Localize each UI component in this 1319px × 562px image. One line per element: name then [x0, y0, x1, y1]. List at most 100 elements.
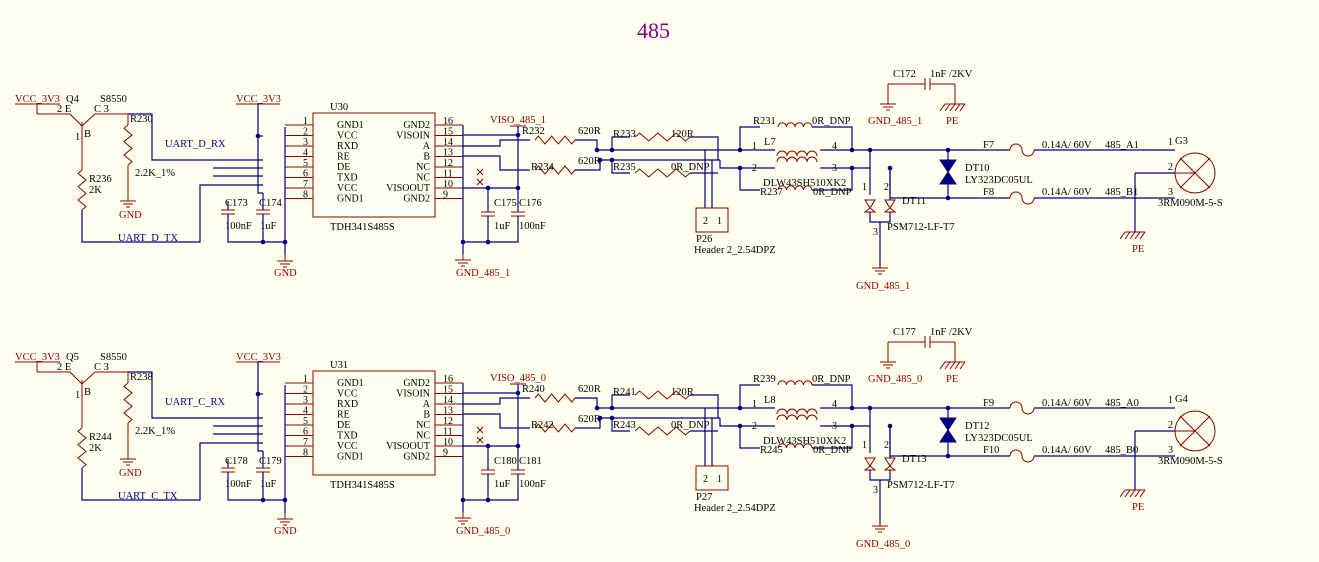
- junction-dot: [737, 147, 743, 153]
- cap-left-a-value: 100nF: [225, 221, 252, 232]
- transistor-pin-1: 1: [75, 390, 80, 401]
- ic-left-pin-num: 3: [303, 137, 308, 148]
- tvs-pin: 2: [884, 440, 889, 451]
- hv-cap-value: 1nF /2KV: [930, 69, 973, 80]
- tvs-pin: 3: [873, 227, 878, 238]
- conn-pin: 3: [1168, 445, 1173, 456]
- r-b-ref: R242: [531, 420, 554, 431]
- conn-pin: 3: [1168, 187, 1173, 198]
- choke-pin: 1: [752, 399, 757, 410]
- dnp-wire: [611, 418, 630, 432]
- conn-pe-symbol-hatch: [1124, 489, 1131, 498]
- junction-dot: [260, 239, 266, 245]
- cap-left-a-ref: C178: [225, 456, 248, 467]
- cap-gnd-wire: [487, 216, 519, 243]
- tx-wire: [81, 184, 263, 243]
- pull-resistor-ref: R236: [89, 174, 112, 185]
- uart-tx-net: UART_C_TX: [118, 491, 178, 502]
- r-top-resistor: [777, 122, 813, 128]
- pe-symbol-hatch: [944, 361, 951, 370]
- ic-left-pin-name: RE: [337, 152, 350, 163]
- vcc-3v3-label: VCC_3V3: [15, 352, 60, 363]
- net-a-label: 485_A1: [1105, 140, 1139, 151]
- fuse-a: [1009, 143, 1035, 157]
- junction-dot: [485, 185, 491, 191]
- connector-part: 3RM090M-5-S: [1158, 198, 1223, 209]
- conn-pe-label: PE: [1132, 502, 1144, 513]
- ic-right-pin-name: NC: [416, 420, 430, 431]
- ic-left-pin-num: 1: [303, 116, 308, 127]
- ic-left-pin-name: TXD: [337, 431, 358, 442]
- header-pin: 2: [703, 216, 708, 227]
- ic-right-pin-num: 11: [443, 169, 453, 180]
- ic-right-pin-name: GND2: [403, 452, 430, 463]
- pull-resistor-value: 2K: [89, 185, 102, 196]
- junction-dot: [737, 405, 743, 411]
- ic-left-pin-name: VCC: [337, 183, 358, 194]
- junction-dot: [485, 443, 491, 449]
- pe-symbol-hatch: [949, 361, 956, 370]
- choke-pin: 2: [752, 163, 757, 174]
- fuse-a-ref: F9: [983, 398, 994, 409]
- bypass-wire: [812, 384, 853, 408]
- pull-resistor-value: 2K: [89, 443, 102, 454]
- fuse-b-ref: F8: [983, 187, 994, 198]
- choke-pin: 4: [832, 141, 837, 152]
- cap-gnd-wire: [487, 474, 519, 501]
- r-term-ref: R233: [613, 129, 636, 140]
- base-resistor: [123, 124, 133, 166]
- r-term-resistor: [634, 132, 691, 142]
- ic-left-pin-num: 5: [303, 158, 308, 169]
- ic-right-pin-num: 9: [443, 448, 448, 459]
- header-part: Header 2_2.54DPZ: [694, 503, 776, 514]
- ic-left-pin-name: VCC: [337, 131, 358, 142]
- base-resistor-ref: R238: [130, 372, 153, 383]
- ic-right-pin-name: VISOIN: [396, 131, 430, 142]
- pe-symbol-hatch: [954, 103, 961, 112]
- ic-right-pin-name: VISOOUT: [386, 183, 430, 194]
- ic-right-pin-name: VISOIN: [396, 389, 430, 400]
- r-dnp-resistor: [634, 426, 691, 436]
- cap-left-b-ref: C179: [259, 456, 282, 467]
- ic-left-pin-name: DE: [337, 420, 350, 431]
- base-resistor-value: 2.2K_1%: [135, 426, 175, 437]
- connector-part: 3RM090M-5-S: [1158, 456, 1223, 467]
- ic-right-pin-name: B: [423, 152, 430, 163]
- r-dnp-value: 0R_DNP: [671, 162, 710, 173]
- ic-ref: U30: [330, 102, 348, 113]
- junction-dot: [282, 239, 288, 245]
- ic-left-pin-num: 8: [303, 448, 308, 459]
- junction-dot: [849, 405, 855, 411]
- r-b-value: 620R: [578, 414, 601, 425]
- viso-label: VISO_485_0: [490, 373, 546, 384]
- conn-pe-symbol-hatch: [1119, 231, 1126, 240]
- a-line: [575, 397, 598, 408]
- ic-right-pin-num: 14: [443, 395, 453, 406]
- ic-left-pin-num: 3: [303, 395, 308, 406]
- tvs-part: PSM712-LF-T7: [887, 222, 955, 233]
- junction-dot: [594, 405, 600, 411]
- a-line: [575, 139, 598, 150]
- a-line: [463, 397, 530, 405]
- connector-contacts: [1175, 157, 1211, 189]
- ic-left-pin-name: DE: [337, 162, 350, 173]
- ic-left-pin-name: RXD: [337, 399, 358, 410]
- cap-right-a-value: 1uF: [494, 221, 511, 232]
- choke-pin: 2: [752, 421, 757, 432]
- ic-left-pin-num: 7: [303, 179, 308, 190]
- cap-left-b-value: 1uF: [260, 479, 277, 490]
- header-ref: P27: [696, 492, 712, 503]
- pe-symbol-hatch: [959, 103, 966, 112]
- bypass-wire: [739, 126, 760, 150]
- r-a-resistor: [534, 393, 576, 403]
- junction-dot: [515, 132, 521, 138]
- transistor-emitter: [37, 113, 83, 127]
- ic-ref: U31: [330, 360, 348, 371]
- header-pin: 1: [717, 474, 722, 485]
- hv-cap-ref: C177: [893, 327, 916, 338]
- header-body: [695, 207, 729, 233]
- rx-wire: [128, 371, 263, 419]
- vcc-u-label: VCC_3V3: [236, 352, 281, 363]
- junction-dot: [849, 423, 855, 429]
- connector-contacts: [1175, 415, 1211, 447]
